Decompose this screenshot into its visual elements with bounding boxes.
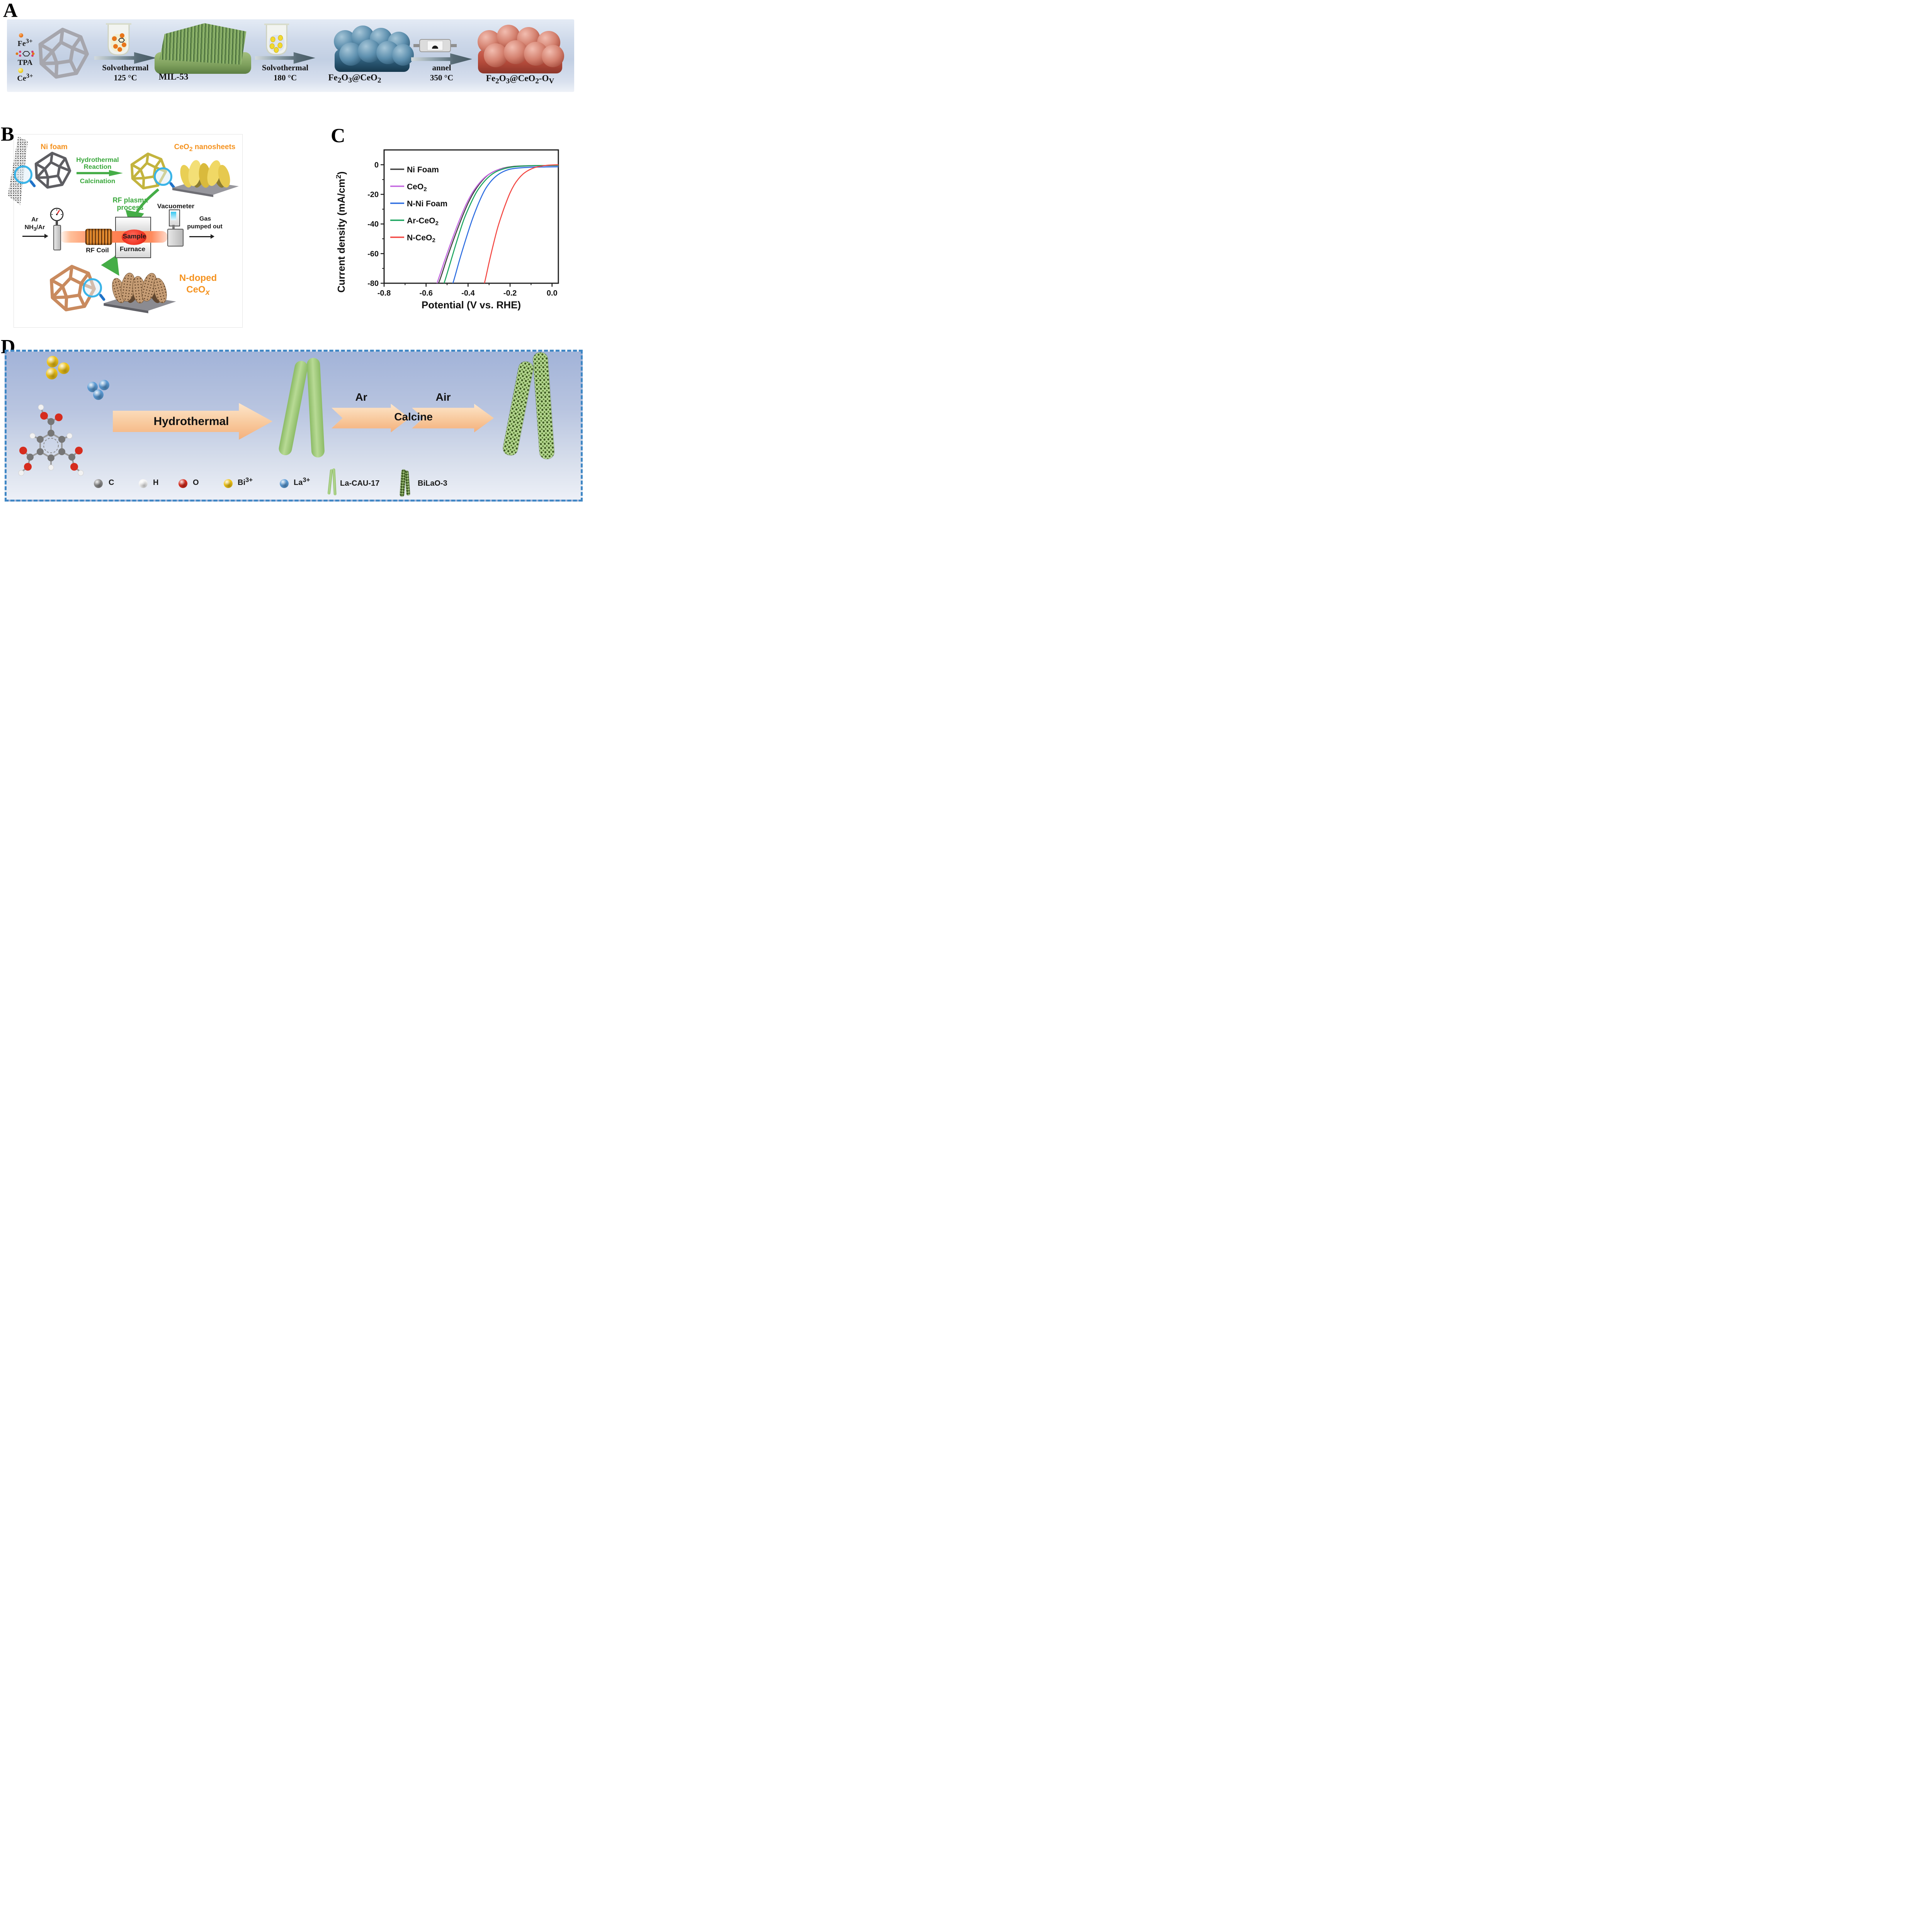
fe2o3-ceo2-platform (332, 23, 414, 72)
vacuometer-stem (172, 225, 175, 229)
rf-coil-icon (85, 229, 112, 245)
nh3-ar-gas-label: NH3/Ar (24, 224, 45, 232)
gas-label: Gas (199, 216, 211, 222)
plasma-beam (60, 231, 168, 243)
beaker-solvothermal-2-icon (264, 24, 289, 55)
mof-cage-gray-icon (36, 26, 89, 80)
bi-ion-sphere (46, 368, 58, 379)
panel-a-label: A (3, 0, 18, 22)
ar-label-d: Ar (355, 391, 367, 403)
n-doped-ceox-illustration (104, 272, 176, 313)
bi-ion-sphere (58, 362, 70, 374)
mil53-nanosheet-array (155, 23, 251, 75)
air-label-d: Air (435, 391, 451, 403)
panel-b-label: B (1, 123, 14, 145)
svg-text:Ar-CeO2: Ar-CeO2 (407, 216, 439, 227)
bilao3-legend-label: BiLaO-3 (418, 479, 447, 488)
svg-text:Ni Foam: Ni Foam (407, 165, 439, 174)
carbon-legend-sphere (94, 479, 103, 488)
svg-text:N-Ni Foam: N-Ni Foam (407, 199, 447, 208)
calcination-label: Calcination (80, 177, 116, 185)
svg-text:0: 0 (374, 161, 379, 169)
sample-glow (122, 230, 146, 245)
svg-text:-40: -40 (367, 220, 379, 229)
hydrogen-legend-sphere (139, 479, 148, 488)
svg-text:-60: -60 (367, 250, 379, 258)
ar-gas-label: Ar (31, 216, 38, 223)
hydrothermal-label-d: Hydrothermal (153, 415, 229, 428)
oxygen-legend-sphere (179, 479, 187, 488)
ni-foam-cage-icon (33, 151, 71, 189)
beaker-solvothermal-1-icon (106, 23, 131, 56)
svg-text:N-CeO2: N-CeO2 (407, 233, 435, 244)
sample-label: Sample (122, 233, 146, 240)
svg-text:-0.4: -0.4 (461, 289, 475, 298)
n-doped-label: N-doped (179, 273, 217, 283)
svg-text:-80: -80 (367, 279, 379, 288)
bi-legend-label: Bi3+ (238, 476, 253, 487)
ceo2-nanosheets-illustration (172, 160, 239, 197)
ni-foam-label: Ni foam (41, 143, 68, 151)
outlet-valve (167, 229, 184, 247)
panel-c-label: C (331, 125, 345, 147)
fe2o3-ceo2-ov-platform (475, 22, 565, 73)
magnifier-icon (14, 165, 32, 184)
bi-ion-sphere (47, 356, 58, 367)
pressure-gauge-icon (50, 207, 64, 226)
pumped-out-label: pumped out (187, 223, 223, 230)
hydrothermal-label: Hydrothermal (76, 156, 119, 163)
furnace-label: Furnace (119, 245, 146, 253)
air-calcine-arrow (412, 404, 494, 432)
la-ion-sphere (93, 389, 104, 400)
calcine-label-d: Calcine (394, 411, 433, 423)
mil53-label: MIL-53 (158, 72, 189, 82)
svg-text:0.0: 0.0 (547, 289, 558, 298)
svg-text:-0.6: -0.6 (419, 289, 432, 298)
anneal-furnace-icon (413, 39, 457, 52)
la-legend-sphere (280, 479, 289, 488)
la-legend-label: La3+ (294, 476, 310, 487)
svg-text:CeO2: CeO2 (407, 182, 427, 193)
ce-ion-dot (18, 68, 23, 73)
fe-ion-dot (19, 33, 23, 37)
reaction-label: Reaction (83, 163, 112, 170)
ar-calcine-arrow (332, 404, 410, 432)
tpa-molecule-icon (15, 51, 35, 57)
tpa-label: TPA (17, 58, 33, 67)
magnifier-icon (154, 167, 172, 186)
hydrogen-legend-label: H (153, 478, 159, 487)
her-polarization-chart: -0.8 -0.6 -0.4 -0.2 0.0 0 -20 -40 -60 -80Potentia… (336, 149, 559, 311)
vacuometer-label: Vacuometer (157, 202, 195, 210)
oxygen-legend-label: O (193, 478, 199, 487)
svg-text:Current density (mA/cm2): Current density (mA/cm2) (336, 172, 347, 293)
svg-text:-20: -20 (367, 190, 379, 199)
vacuometer-screen (171, 212, 176, 220)
trimesic-acid-molecule (18, 404, 84, 476)
carbon-legend-label: C (109, 478, 114, 487)
rf-plasma-label: RF plasma (112, 196, 148, 204)
ceo2-nanosheets-label: CeO2 nanosheets (174, 143, 236, 153)
gas-out-arrow (189, 234, 214, 239)
ce-ion-label: Ce3+ (17, 72, 33, 83)
bi-legend-sphere (224, 479, 233, 488)
fe2o3-ceo2-label: Fe2O3@CeO2 (328, 73, 381, 85)
gas-in-arrow (22, 234, 48, 238)
process-label: process (117, 204, 144, 211)
svg-text:Potential (V vs. RHE): Potential (V vs. RHE) (422, 299, 521, 311)
svg-text:-0.2: -0.2 (503, 289, 517, 298)
magnifier-icon (83, 278, 102, 298)
fe2o3-ceo2-ov-label: Fe2O3@CeO2-OV (486, 73, 554, 85)
svg-text:-0.8: -0.8 (378, 289, 391, 298)
fe-ion-label: Fe3+ (17, 37, 33, 48)
rf-coil-label: RF Coil (86, 247, 109, 254)
la-ion-sphere (99, 380, 109, 390)
la-cau-17-legend-label: La-CAU-17 (340, 479, 380, 488)
ceox-label: CeOx (186, 284, 210, 297)
